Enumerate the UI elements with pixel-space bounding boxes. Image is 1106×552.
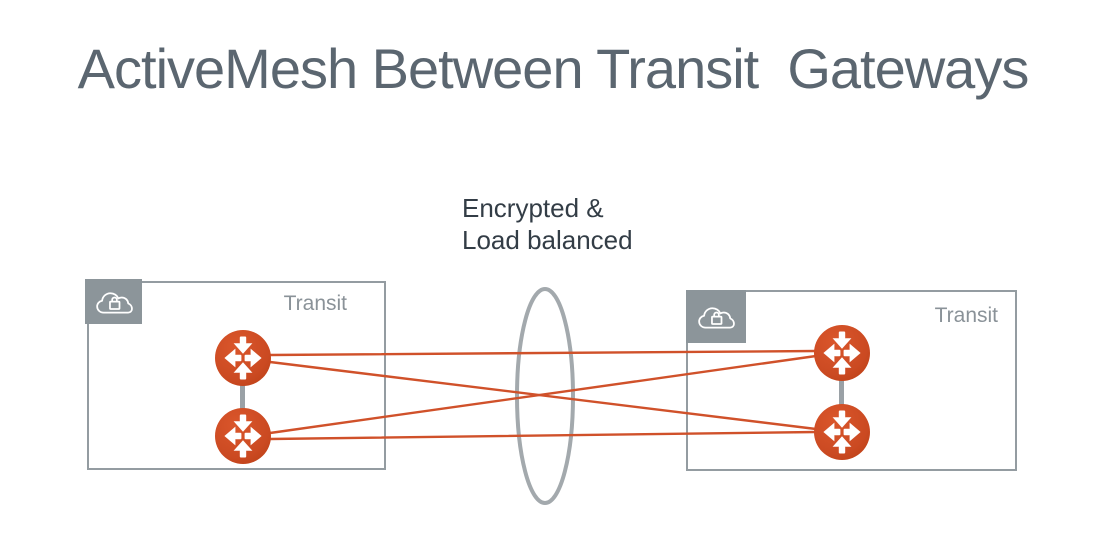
cloud-lock-badge-left — [85, 279, 142, 324]
mesh-link-top — [268, 349, 818, 357]
transit-gateway-left-top — [215, 330, 271, 386]
transit-gateway-right-bottom — [814, 404, 870, 460]
link-caption: Encrypted & Load balanced — [462, 192, 633, 256]
load-balancer-lens — [515, 287, 575, 505]
gateway-arrows-icon — [823, 410, 861, 454]
page-title: ActiveMesh Between Transit Gateways — [77, 37, 1030, 100]
caption-line-1: Encrypted & — [462, 193, 604, 223]
gateway-arrows-icon — [224, 414, 262, 458]
transit-label-left: Transit — [283, 292, 347, 315]
gateway-arrows-icon — [224, 336, 262, 380]
mesh-link-bottom — [268, 430, 818, 441]
mesh-link-cross-up — [268, 354, 818, 435]
gateway-connector-left — [240, 384, 245, 410]
gateway-connector-right — [839, 379, 844, 406]
gateway-arrows-icon — [823, 331, 861, 375]
cloud-lock-badge-right — [686, 290, 746, 343]
cloud-lock-icon — [698, 306, 735, 329]
cloud-lock-icon — [95, 291, 133, 314]
caption-line-2: Load balanced — [462, 225, 633, 255]
transit-gateway-right-top — [814, 325, 870, 381]
transit-label-right: Transit — [934, 304, 998, 327]
transit-gateway-left-bottom — [215, 408, 271, 464]
